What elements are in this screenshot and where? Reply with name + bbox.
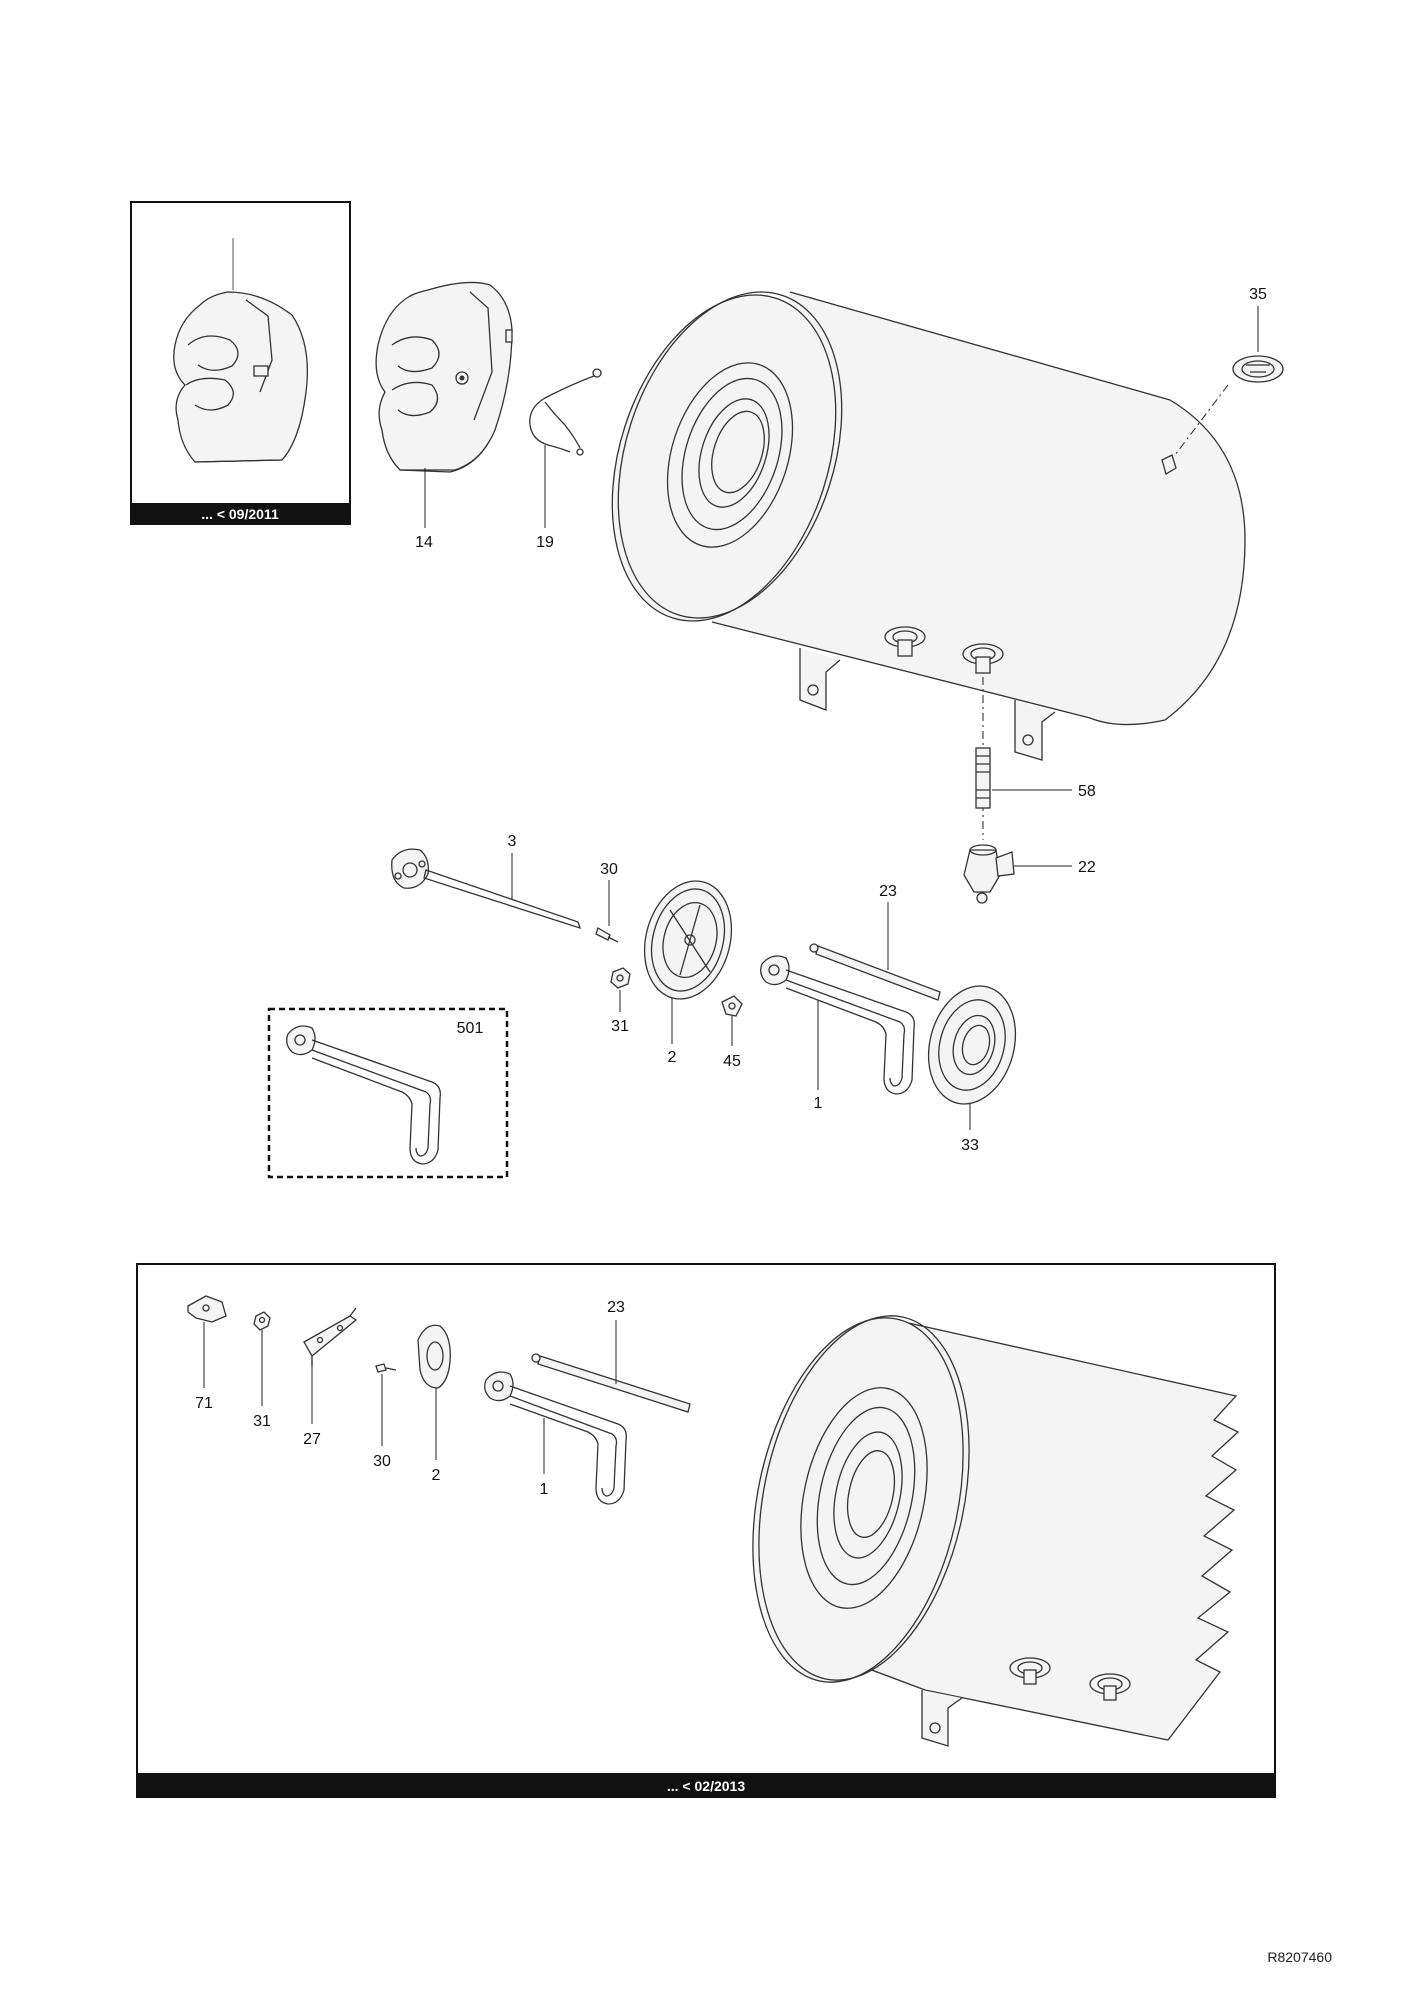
inset-newer-model: 71 31 27 30 2 [136, 1263, 1276, 1798]
inset-old-cover: ... < 09/2011 [130, 201, 351, 525]
inset-label-2: 2 [432, 1467, 441, 1484]
part-45-clip [721, 995, 743, 1046]
part-33-gasket [927, 985, 1017, 1130]
inset-part-2 [417, 1324, 451, 1460]
inset-label-1: 1 [540, 1481, 549, 1498]
part-30-screw [595, 880, 619, 943]
label-23: 23 [879, 883, 897, 900]
inset-newer-model-caption: ... < 02/2013 [667, 1778, 745, 1794]
part-3-thermostat [391, 848, 582, 930]
tank-body [711, 291, 1246, 726]
inset-newer-model-band [137, 1773, 1275, 1797]
inset-part-23-anode [531, 1320, 691, 1413]
label-58: 58 [1078, 783, 1096, 800]
inset-part-31 [253, 1311, 271, 1406]
label-33: 33 [961, 1137, 979, 1154]
inset-part-71 [187, 1295, 227, 1388]
part-14-cover [375, 281, 513, 528]
part-22-valve [963, 844, 1072, 904]
part-35-mount-line [1174, 384, 1229, 456]
part-35-thermometer [1174, 306, 1284, 456]
option-box-501-label: 501 [457, 1020, 484, 1037]
inset-tank-cutaway [752, 1315, 1240, 1747]
inset-part-27 [303, 1307, 358, 1424]
inset-old-cover-caption: ... < 09/2011 [201, 506, 279, 522]
drawing-reference-number: R8207460 [1267, 1949, 1332, 1965]
inset-part-30 [375, 1363, 397, 1446]
inset-label-31: 31 [253, 1413, 271, 1430]
water-heater-tank [611, 291, 1246, 761]
label-14: 14 [415, 534, 433, 551]
part-23-anode [809, 902, 941, 1001]
label-30: 30 [600, 861, 618, 878]
tank-front-face [611, 294, 837, 622]
label-19: 19 [536, 534, 554, 551]
part-58-nipple [975, 747, 1072, 809]
option-box-501: 501 [267, 1007, 509, 1179]
inset-part-1-heating-element [484, 1371, 627, 1505]
part-1-heating-element [760, 955, 915, 1095]
tank-outlet-fitting [962, 643, 1004, 674]
inset-old-cover-band [131, 503, 350, 524]
inset-label-71: 71 [195, 1395, 213, 1412]
old-cover-shape [173, 291, 309, 463]
label-3: 3 [508, 833, 517, 850]
option-heating-element [286, 1025, 441, 1165]
label-2: 2 [668, 1049, 677, 1066]
tank-inlet-fitting [884, 626, 926, 657]
label-35: 35 [1249, 286, 1267, 303]
inset-label-27: 27 [303, 1431, 321, 1448]
label-1: 1 [814, 1095, 823, 1112]
inset-label-30: 30 [373, 1453, 391, 1470]
part-31-nut [610, 967, 631, 1012]
part-2-flange-plate [643, 880, 733, 1044]
label-31: 31 [611, 1018, 629, 1035]
label-45: 45 [723, 1053, 741, 1070]
inset-tank-front-face [752, 1317, 964, 1683]
label-22: 22 [1078, 859, 1096, 876]
inset-label-23: 23 [607, 1299, 625, 1316]
part-19-sensor-cable [529, 368, 602, 528]
option-box-501-frame [267, 1007, 509, 1179]
